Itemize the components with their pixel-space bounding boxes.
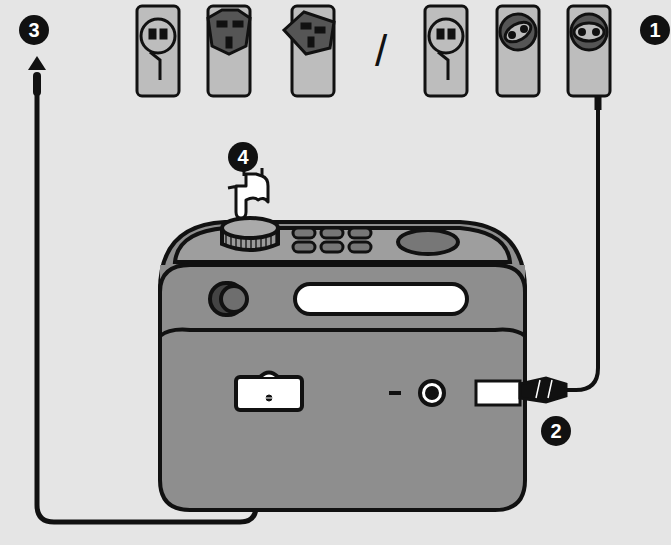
pressing-hand <box>228 174 268 218</box>
callout-number: 2 <box>541 416 571 446</box>
callout-number: 3 <box>19 15 49 45</box>
power-cable-right <box>562 96 598 390</box>
callout-number: 1 <box>640 15 670 45</box>
radio-device <box>160 218 525 510</box>
direction-arrow <box>28 56 46 70</box>
dc-plug <box>476 378 566 405</box>
callout-number: 4 <box>228 142 258 172</box>
separator-slash: / <box>366 26 396 76</box>
plug-adapters <box>137 6 610 96</box>
